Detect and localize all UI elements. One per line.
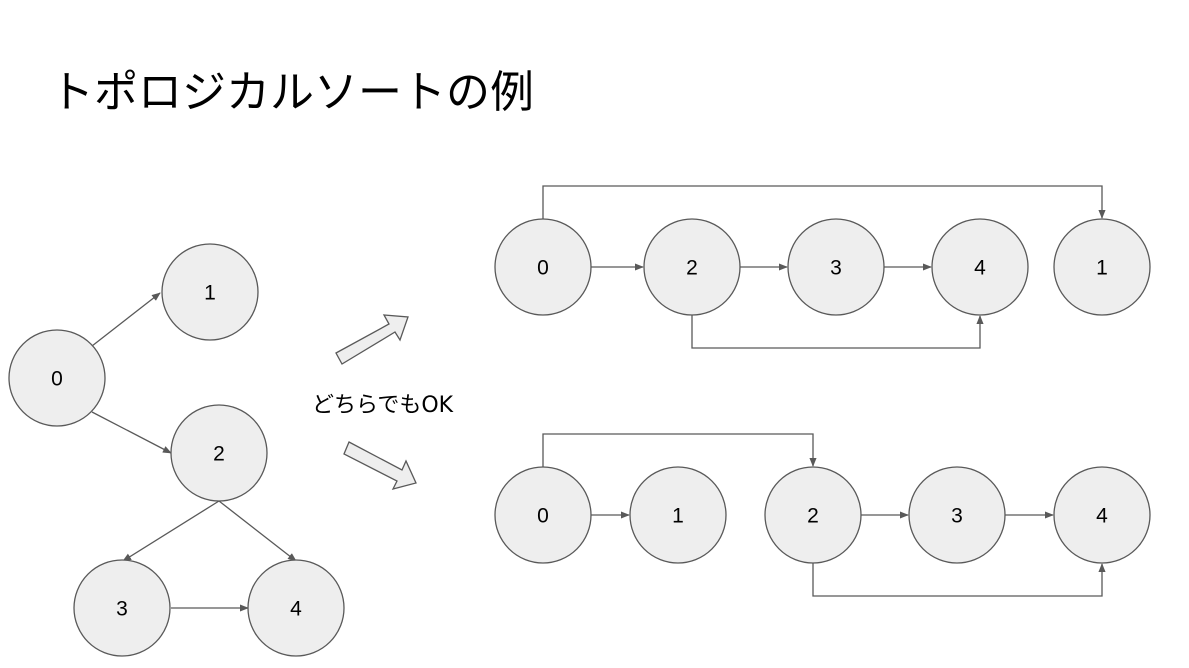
block-arrow-up-right [335,314,409,365]
edge-2-4 [218,500,297,562]
graph-node-4: 4 [247,559,345,657]
order2-node-1: 1 [629,466,727,564]
node-label: 2 [807,505,819,528]
node-label: 2 [686,257,698,280]
edge-2-3 [122,500,220,562]
order1-node-2: 2 [643,218,741,316]
node-label: 4 [974,257,986,280]
edge-2-4 [691,315,984,349]
order1-node-1: 1 [1053,218,1151,316]
edge-2-4 [812,563,1106,597]
order2-node-0: 0 [494,466,592,564]
edge-0-1 [542,185,1106,219]
node-label: 0 [537,505,549,528]
order1-node-3: 3 [787,218,885,316]
node-label: 1 [1096,257,1108,280]
node-label: 0 [537,257,549,280]
node-label: 3 [116,598,128,621]
ordering-1: 0 2 3 4 1 [494,185,1151,349]
node-label: 3 [951,505,963,528]
node-label: 2 [213,443,225,466]
edge-0-1 [91,292,161,347]
order1-node-4: 4 [931,218,1029,316]
graph-node-0: 0 [8,329,106,427]
order2-node-3: 3 [908,466,1006,564]
edge-0-2 [91,411,172,454]
ordering-2: 0 1 2 3 4 [494,433,1151,597]
graph-node-2: 2 [170,404,268,502]
either-ok-caption: どちらでもOK [312,393,454,418]
node-label: 3 [830,257,842,280]
order2-node-4: 4 [1053,466,1151,564]
node-label: 4 [290,598,302,621]
order1-node-0: 0 [494,218,592,316]
node-label: 1 [204,282,216,305]
order2-node-2: 2 [764,466,862,564]
node-label: 0 [51,368,63,391]
node-label: 4 [1096,505,1108,528]
graph-node-1: 1 [161,243,259,341]
original-graph: 0 1 2 3 4 [8,243,345,657]
edge-0-2 [542,433,817,467]
graph-node-3: 3 [73,559,171,657]
slide-title: トポロジカルソートの例 [50,67,534,118]
block-arrow-down-right [343,441,417,490]
node-label: 1 [672,505,684,528]
